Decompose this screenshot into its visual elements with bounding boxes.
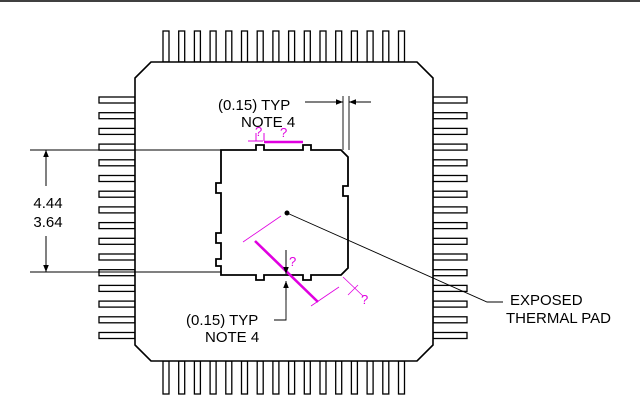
pin-bottom-12 xyxy=(335,360,343,395)
pin-left-8 xyxy=(98,206,136,214)
pin-right-14 xyxy=(432,300,468,308)
pin-top-6 xyxy=(240,30,249,63)
pin-top-3 xyxy=(193,30,202,63)
thermal-pad-label-2: THERMAL PAD xyxy=(506,310,611,327)
question-mark-2: ? xyxy=(280,125,287,140)
pin-right-12 xyxy=(432,269,468,277)
pin-right-7 xyxy=(432,190,468,198)
pin-bottom-9 xyxy=(287,360,296,395)
pin-bottom-13 xyxy=(350,360,359,395)
pin-bottom-1 xyxy=(162,360,170,395)
pin-left-14 xyxy=(98,300,136,308)
pin-bottom-3 xyxy=(193,360,202,395)
pin-top-9 xyxy=(287,30,296,63)
pin-left-15 xyxy=(98,316,136,324)
pins-right-column xyxy=(432,96,468,340)
pin-left-11 xyxy=(98,253,136,261)
pins-left-column xyxy=(98,96,136,340)
pin-top-8 xyxy=(272,30,280,63)
pin-bottom-4 xyxy=(209,360,217,395)
pin-left-4 xyxy=(98,143,136,151)
pin-right-11 xyxy=(432,253,468,261)
pin-bottom-5 xyxy=(225,360,233,395)
pin-left-16 xyxy=(98,331,136,340)
pin-left-7 xyxy=(98,190,136,198)
pin-top-15 xyxy=(382,30,390,63)
pin-right-16 xyxy=(432,331,468,340)
pins-top-row xyxy=(162,30,406,63)
magenta-corner-line xyxy=(342,276,364,297)
top-callout-typ: (0.15) TYP xyxy=(218,97,290,114)
pin-right-4 xyxy=(432,143,468,151)
pin-bottom-2 xyxy=(178,360,186,395)
pin-right-6 xyxy=(432,174,468,183)
pin-left-12 xyxy=(98,269,136,277)
question-mark-3: ? xyxy=(289,254,296,269)
pin-left-5 xyxy=(98,159,136,167)
pin-top-4 xyxy=(209,30,217,63)
pin-bottom-16 xyxy=(397,360,406,395)
pin-bottom-8 xyxy=(272,360,280,395)
pin-top-1 xyxy=(162,30,170,63)
pin-bottom-15 xyxy=(382,360,390,395)
question-mark-1: ? xyxy=(255,124,262,139)
pin-right-10 xyxy=(432,237,468,245)
magenta-corner-tick xyxy=(347,284,359,296)
pin-left-3 xyxy=(98,127,136,136)
pin-bottom-14 xyxy=(366,360,374,395)
pin-left-2 xyxy=(98,112,136,120)
bottom-callout-note: NOTE 4 xyxy=(205,329,259,346)
pin-top-12 xyxy=(335,30,343,63)
pin-top-5 xyxy=(225,30,233,63)
thermal-pad-label-1: EXPOSED xyxy=(510,292,583,309)
pin-bottom-10 xyxy=(303,360,311,395)
pin-left-13 xyxy=(98,284,136,293)
thermal-pad-leader xyxy=(286,212,503,303)
question-mark-4: ? xyxy=(361,292,368,307)
top-callout-note: NOTE 4 xyxy=(241,114,295,131)
pin-bottom-6 xyxy=(240,360,249,395)
pin-right-1 xyxy=(432,96,468,104)
pin-right-5 xyxy=(432,159,468,167)
dim-vertical-min: 3.64 xyxy=(33,214,62,231)
pin-left-9 xyxy=(98,221,136,230)
pin-left-6 xyxy=(98,174,136,183)
pin-bottom-11 xyxy=(319,360,327,395)
dim-vertical-max: 4.44 xyxy=(33,195,62,212)
pin-right-3 xyxy=(432,127,468,136)
pin-left-1 xyxy=(98,96,136,104)
exposed-thermal-pad xyxy=(215,144,349,281)
pin-bottom-7 xyxy=(256,360,264,395)
pin-top-16 xyxy=(397,30,406,63)
pin-top-10 xyxy=(303,30,311,63)
pin-left-10 xyxy=(98,237,136,245)
pin-top-7 xyxy=(256,30,264,63)
pin-right-8 xyxy=(432,206,468,214)
pin-right-15 xyxy=(432,316,468,324)
bottom-callout-leader xyxy=(274,300,287,321)
bottom-callout-typ: (0.15) TYP xyxy=(186,312,258,329)
pin-top-11 xyxy=(319,30,327,63)
pin-top-2 xyxy=(178,30,186,63)
pin-top-14 xyxy=(366,30,374,63)
magenta-diag-ext-1 xyxy=(242,215,282,243)
pin-right-2 xyxy=(432,112,468,120)
magenta-diag-ext-2 xyxy=(310,286,340,307)
pins-bottom-row xyxy=(162,360,406,395)
pin-right-9 xyxy=(432,221,468,230)
pin-top-13 xyxy=(350,30,359,63)
